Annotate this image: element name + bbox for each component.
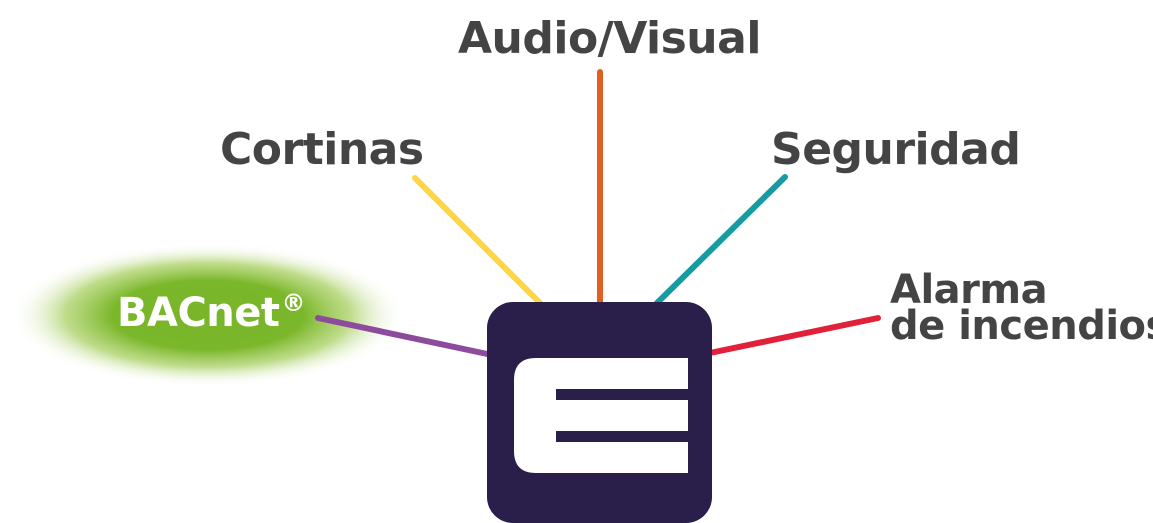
bacnet-text: BACnet (117, 290, 280, 336)
alarma-connector (702, 315, 881, 357)
alarma-label-line2: de incendios (890, 303, 1153, 349)
hub-logo (487, 302, 712, 523)
seguridad-label: Seguridad (771, 124, 1021, 175)
audio-visual-label: Audio/Visual (458, 13, 761, 64)
bacnet-label: BACnet® (117, 290, 306, 336)
cortinas-connector (412, 175, 548, 311)
alarma-label: Alarma de incendios (890, 267, 1153, 349)
letter-e-icon (514, 358, 688, 473)
seguridad-connector (652, 174, 788, 308)
bacnet-glow (10, 243, 406, 387)
bacnet-connector (315, 315, 495, 358)
cortinas-label: Cortinas (220, 124, 424, 175)
alarma-label-line1: Alarma (890, 267, 1048, 313)
registered-mark: ® (281, 289, 306, 317)
